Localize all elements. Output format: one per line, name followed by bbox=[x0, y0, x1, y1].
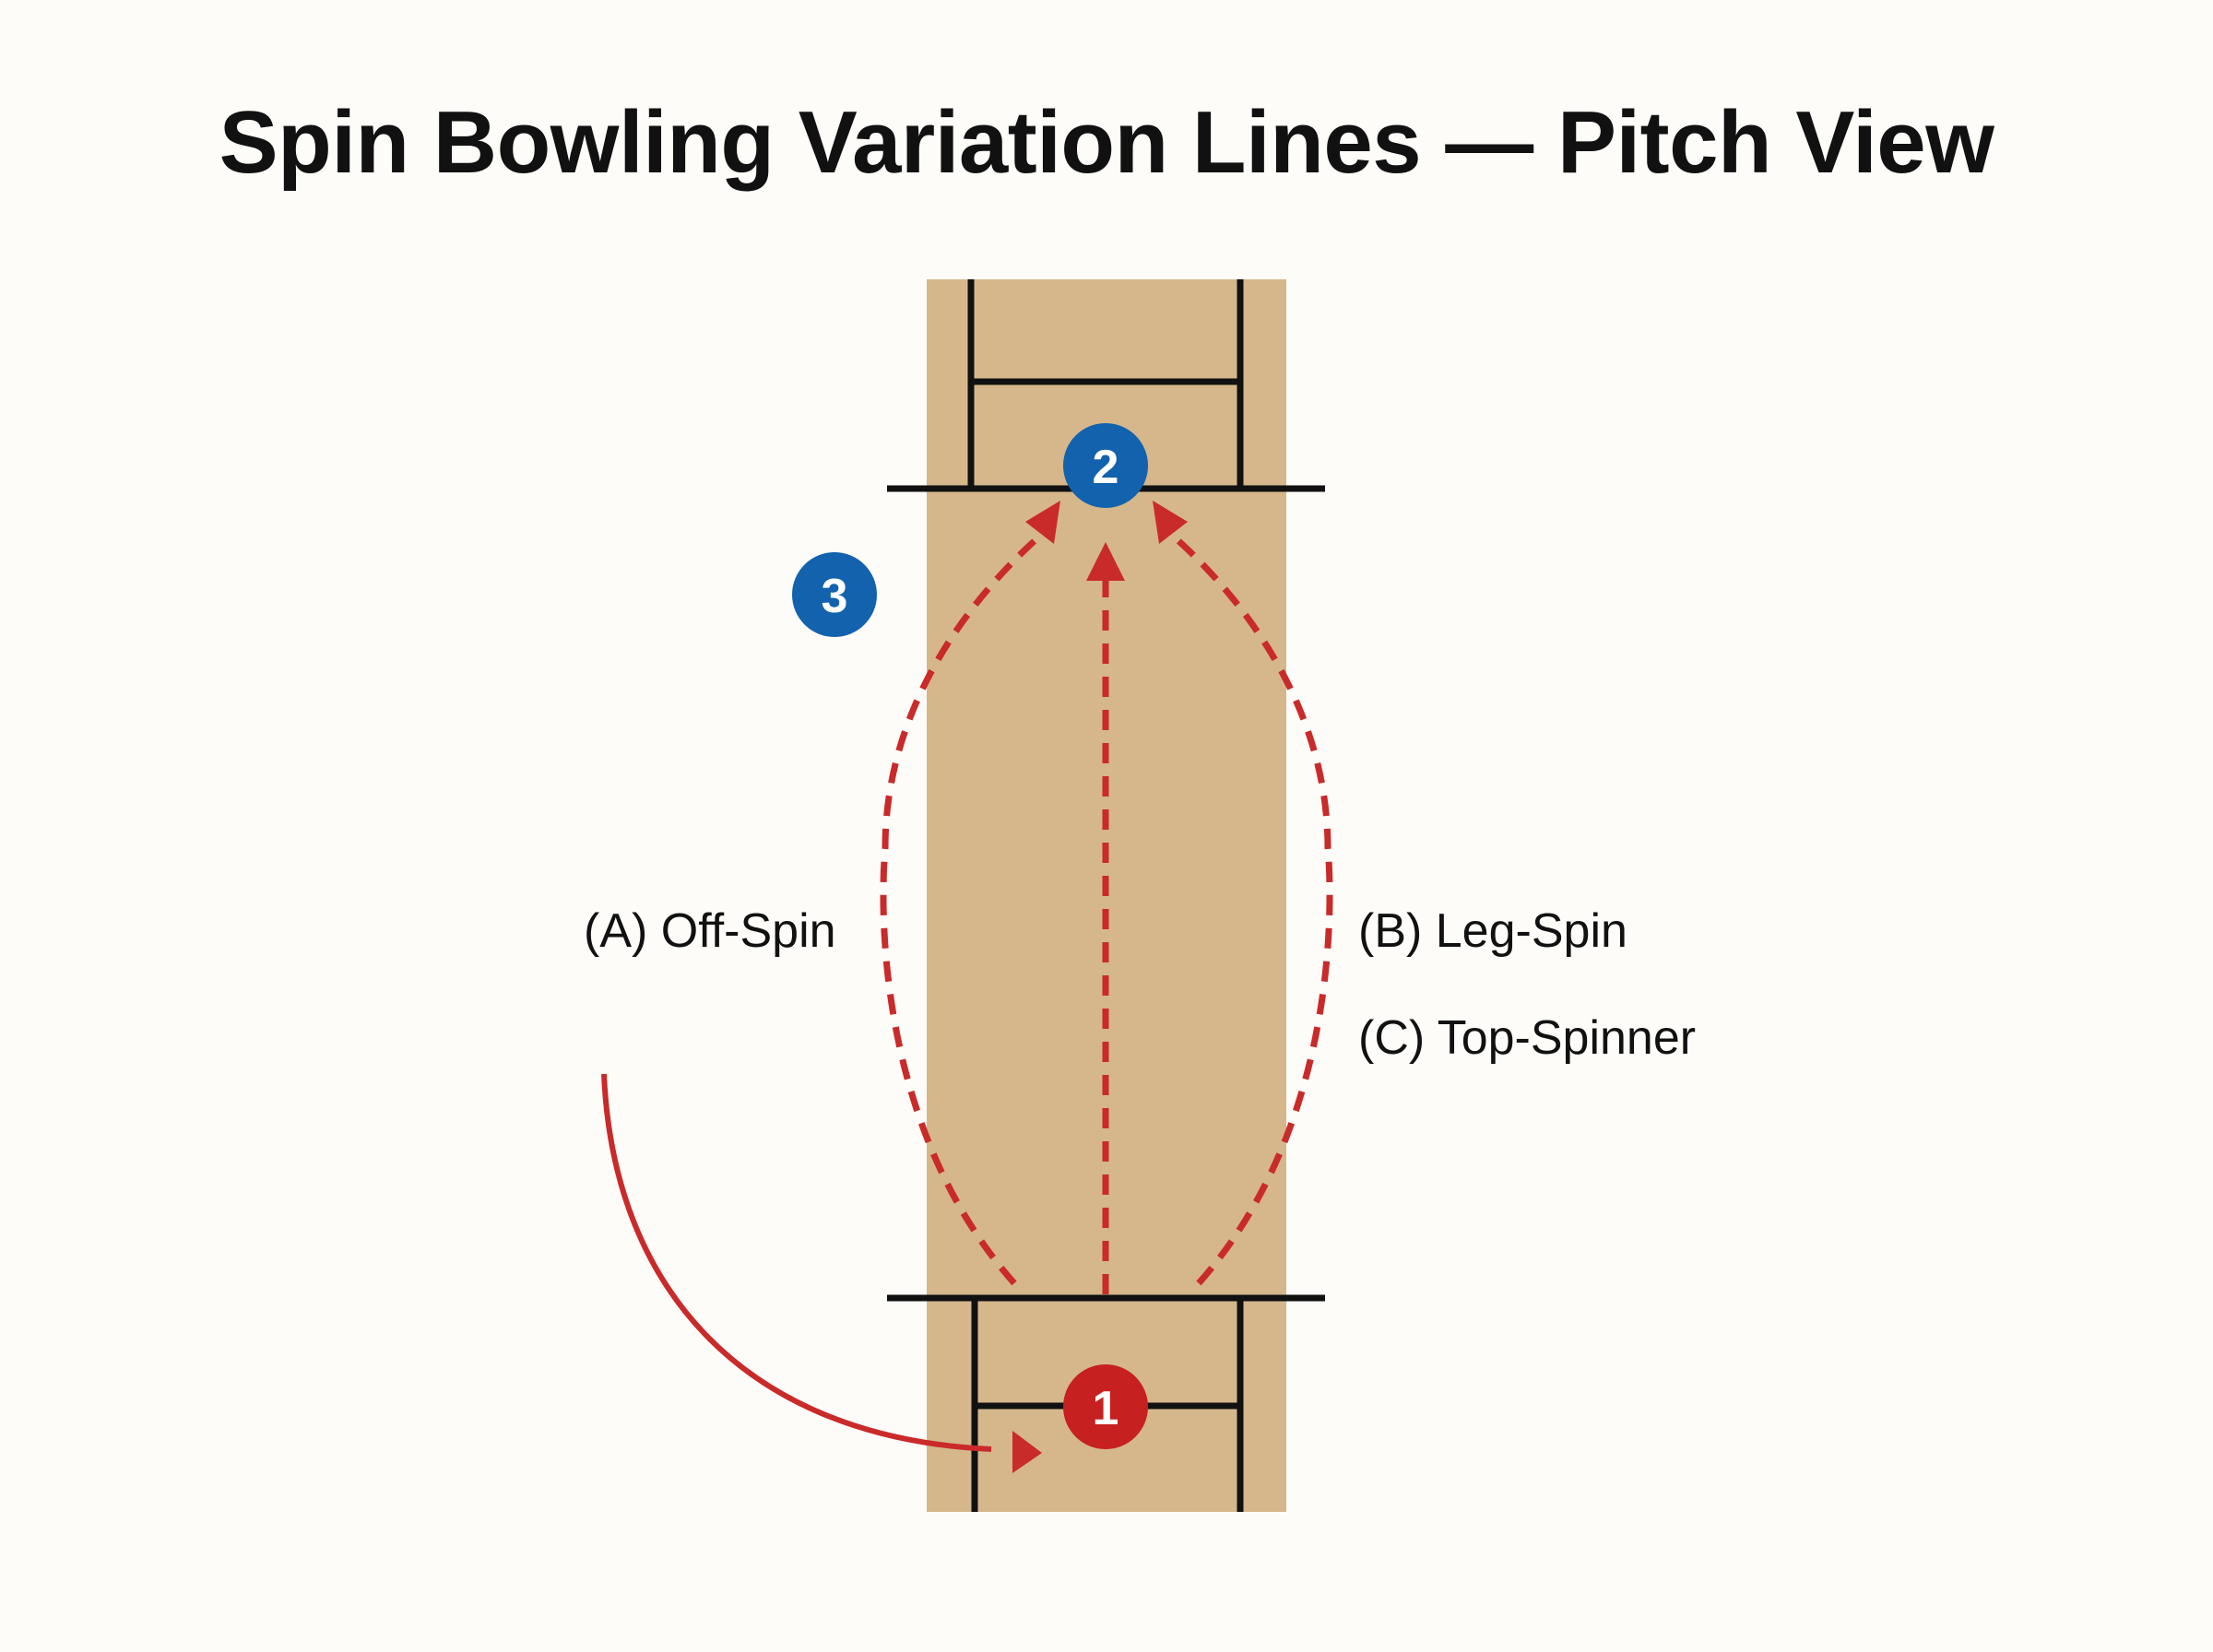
off-spin-label: (A) Off-Spin bbox=[584, 904, 836, 958]
top-spinner-arrowhead bbox=[1086, 542, 1125, 581]
diagram-title: Spin Bowling Variation Lines — Pitch Vie… bbox=[219, 93, 1994, 192]
leg-spin-label: (B) Leg-Spin bbox=[1358, 904, 1627, 958]
leg-spin-path bbox=[1164, 527, 1333, 1286]
marker-2-label: 2 bbox=[1093, 441, 1119, 494]
leg-spin-arrowhead bbox=[1153, 501, 1188, 544]
marker-3: 3 bbox=[792, 552, 877, 637]
marker-1-label: 1 bbox=[1093, 1382, 1119, 1435]
approach-path bbox=[601, 1073, 992, 1452]
marker-3-label: 3 bbox=[822, 570, 848, 623]
approach-arrowhead bbox=[1012, 1431, 1042, 1473]
marker-2: 2 bbox=[1063, 423, 1148, 508]
top-spinner-label: (C) Top-Spinner bbox=[1358, 1011, 1697, 1065]
marker-1: 1 bbox=[1063, 1364, 1148, 1449]
off-spin-arrowhead bbox=[1025, 501, 1060, 544]
off-spin-path bbox=[880, 527, 1049, 1286]
